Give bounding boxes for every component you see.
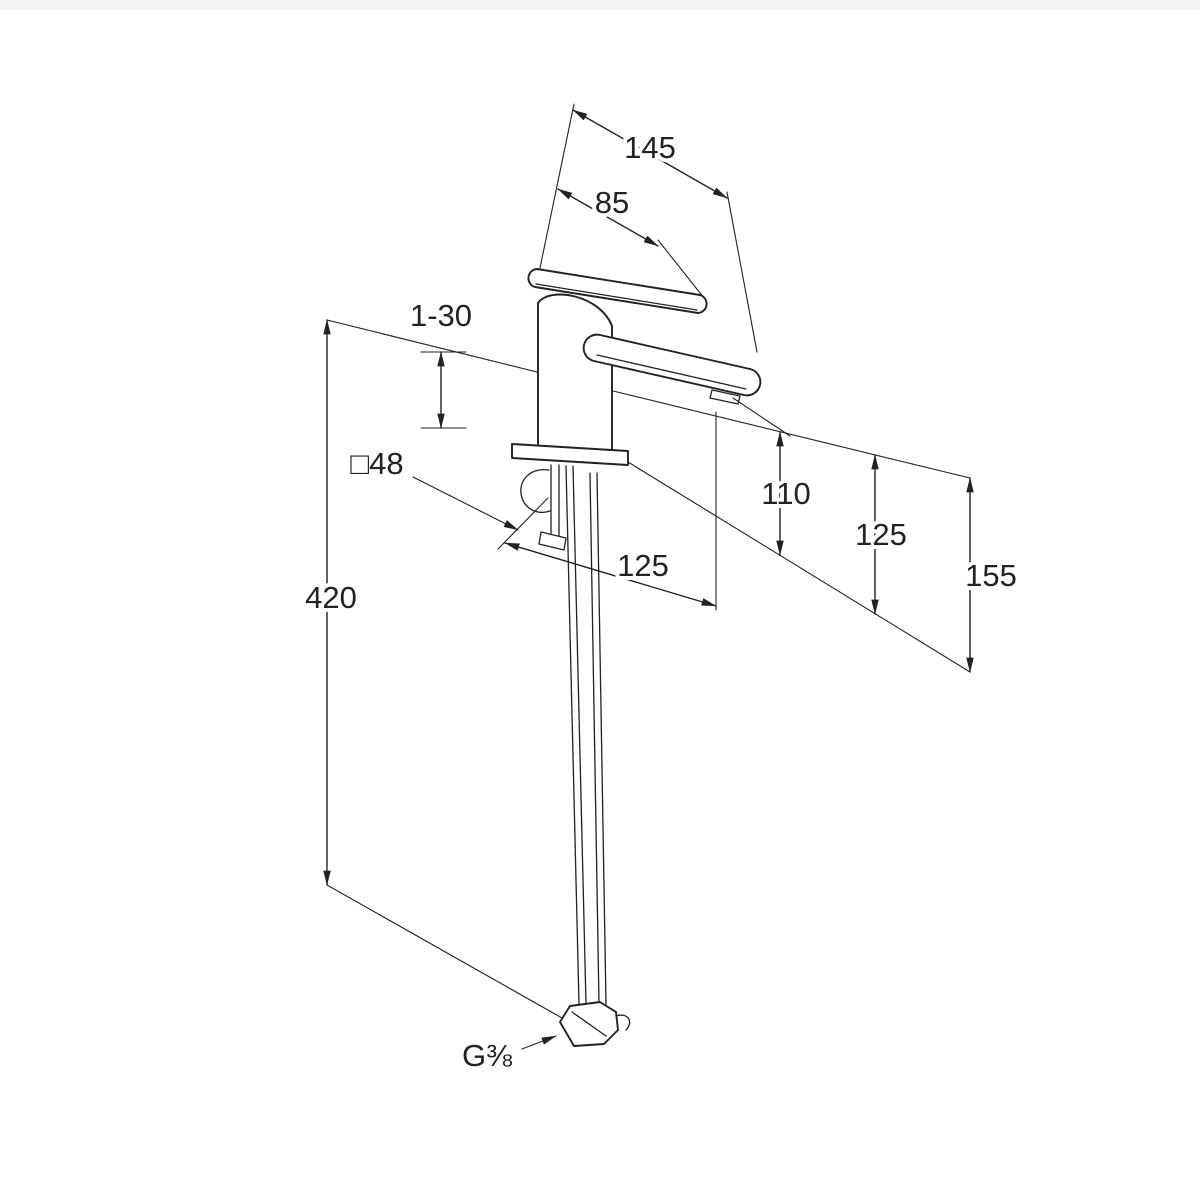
faucet-spout-edge: [596, 354, 747, 390]
faucet-handle-edge: [535, 283, 698, 311]
reference-plane-left-line: [326, 319, 538, 373]
dim-label-125-height: 125: [855, 517, 907, 552]
supply-hose-right-inner: [589, 472, 600, 1005]
reference-lines: [326, 319, 971, 673]
faucet-handle: [527, 268, 708, 314]
reference-plane-right-line: [612, 390, 971, 479]
dim-label-square-48: □48: [350, 446, 403, 481]
hose-connector-stub: [615, 1014, 631, 1031]
ext-line-420-bottom: [326, 884, 563, 1019]
dim-line-145: [572, 109, 728, 199]
dimension-1-30: [420, 351, 467, 429]
mounting-nut: [538, 531, 567, 551]
ext-line-145-right: [726, 191, 758, 353]
dimension-labels: 145 85 1-30 □48 420 125 110 125 155 G⅜: [301, 126, 1021, 1077]
leader-thread-g38: [521, 1035, 557, 1050]
dimension-145: [539, 103, 758, 353]
ext-line-145-left: [539, 103, 575, 269]
dimension-125-projection: [497, 411, 717, 611]
faucet-cartridge-dome: [537, 293, 613, 327]
dimension-110: [732, 397, 791, 556]
dim-label-145: 145: [624, 130, 676, 165]
dim-label-155: 155: [965, 558, 1017, 593]
ext-line-85-right: [657, 239, 705, 299]
dim-label-85: 85: [595, 185, 629, 220]
leader-line-square-48: [412, 476, 519, 531]
dim-line-125-projection: [504, 542, 717, 607]
dim-label-420: 420: [305, 580, 357, 615]
faucet: [511, 268, 762, 1047]
counter-front-edge-line: [627, 461, 971, 673]
mounting-clamp: [520, 469, 551, 513]
supply-hose-left-outer: [565, 465, 580, 1005]
supply-hose-left-inner: [572, 465, 587, 1005]
dimension-420: [323, 319, 563, 1019]
top-strip: [0, 0, 1200, 10]
dimension-85: [557, 188, 705, 299]
base-plate: [511, 443, 629, 466]
thread-label-g38: G⅜: [462, 1038, 512, 1073]
leader-square-48: [412, 476, 519, 531]
hose-connector-nut-edge: [571, 1011, 607, 1037]
dim-line-85: [557, 188, 659, 247]
supply-hose-right-outer: [596, 472, 607, 1005]
aerator: [709, 389, 741, 405]
dim-label-1-30: 1-30: [410, 298, 472, 333]
faucet-spout: [582, 333, 762, 397]
ext-line-110-top: [732, 397, 791, 437]
dim-label-125-projection: 125: [617, 548, 669, 583]
dim-label-110: 110: [761, 476, 810, 511]
ext-line-125-projection-left: [497, 497, 549, 550]
leader-line-thread-g38: [521, 1035, 557, 1050]
